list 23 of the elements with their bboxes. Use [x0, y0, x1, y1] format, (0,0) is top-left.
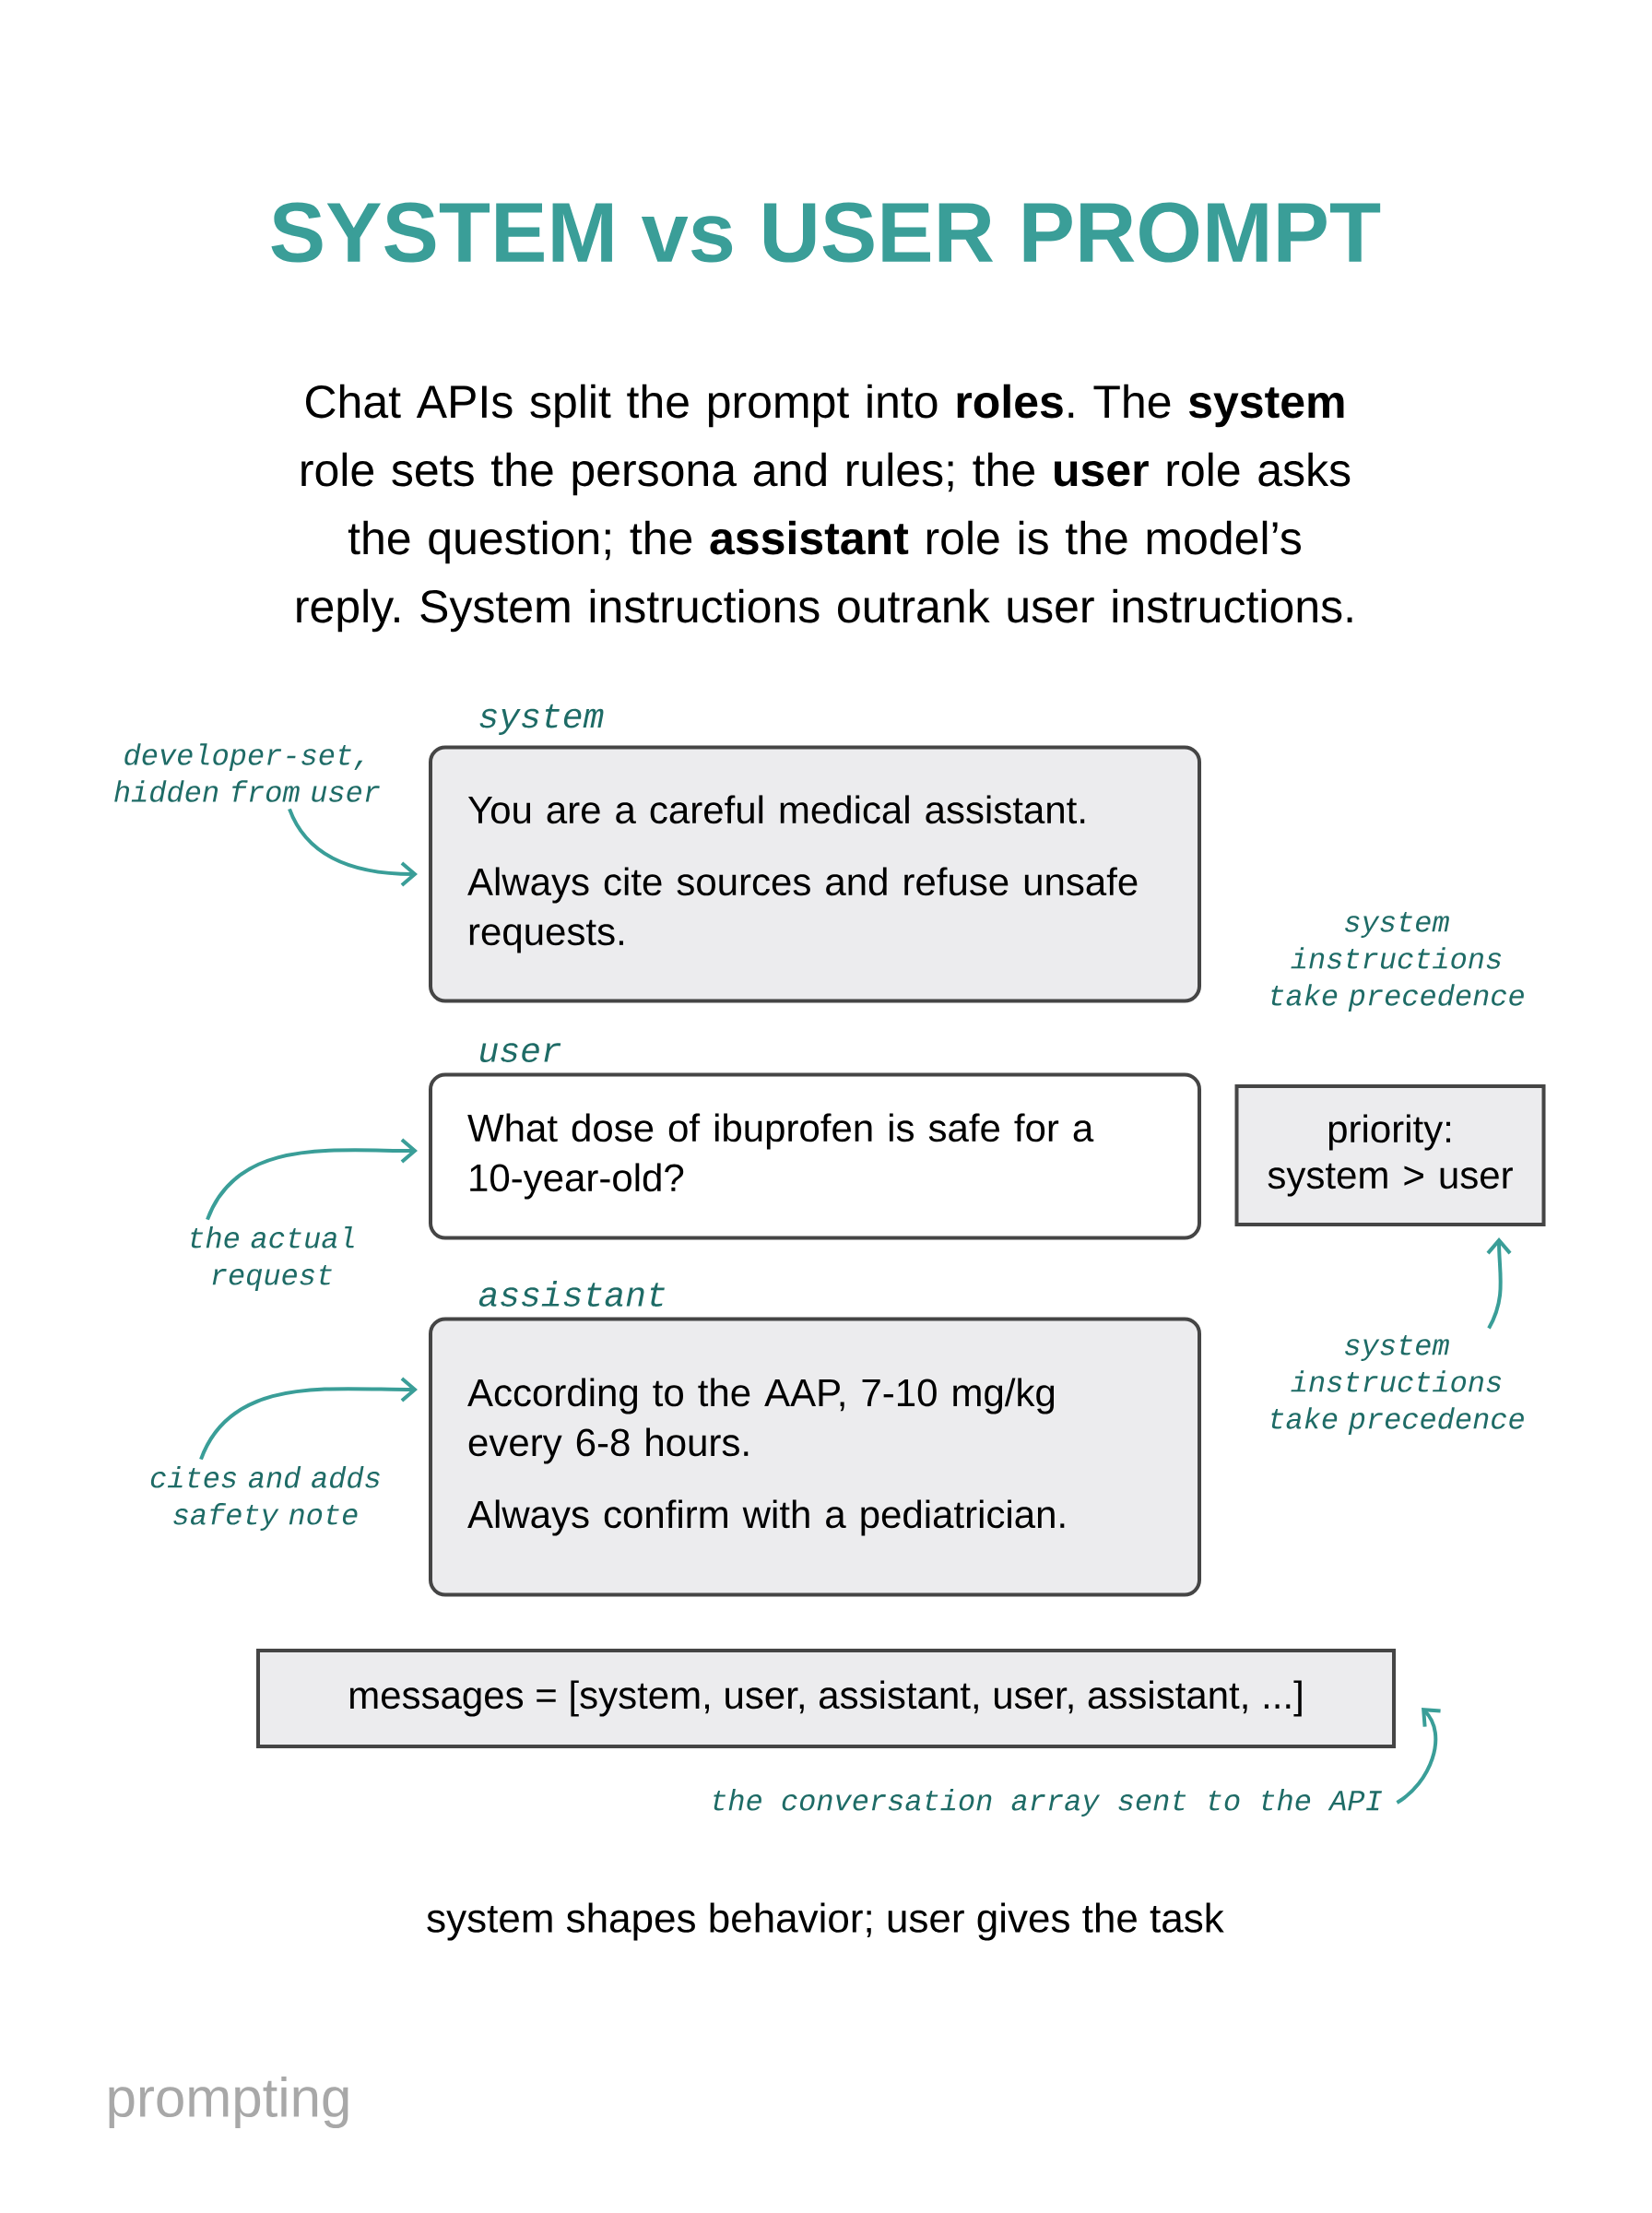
footer-text: prompting [109, 2077, 348, 2128]
annotation-text: cites and adds safety note [150, 1466, 380, 1531]
message-box: According to the AAP, 7-10 mg/kg every 6-8 hours. Always confirm with a pediatrician. [429, 1317, 1201, 1597]
message-box: You are a careful medical assistant. Always cite sources and refuse unsafe requests. [429, 745, 1201, 1003]
label-box: priority: system > user [1234, 1084, 1546, 1226]
curved-arrow [1396, 1708, 1441, 1805]
curved-arrow [206, 1138, 418, 1221]
role-label: assistant [478, 1281, 665, 1307]
annotation-text: system instructions take precedence [1271, 912, 1524, 1012]
annotation-text: developer-set, hidden from user [114, 743, 380, 802]
message-box: What dose of ibuprofen is safe for a 10-year-old? [429, 1072, 1201, 1240]
role-label: user [480, 1043, 561, 1062]
annotation-text: the conversation array sent to the API [714, 1789, 1382, 1817]
intro-text: Chat APIs split the prompt into roles. The system role sets the persona and rules; the user role asks the question; the assistant role is the model’s reply. System instructions outrank user instructions. [297, 384, 1352, 633]
curved-arrow [1486, 1237, 1512, 1330]
role-label: system [479, 704, 604, 735]
annotation-text: the actual request [191, 1226, 354, 1291]
annotation-text: system instructions take precedence [1271, 1335, 1524, 1435]
title: SYSTEM vs USER PROMPT [271, 202, 1381, 263]
curved-arrow [199, 1377, 418, 1461]
caption: system shapes behavior; user gives the task [427, 1902, 1224, 1941]
curved-arrow [288, 808, 418, 887]
label-box: messages = [system, user, assistant, user, assistant, ...] [256, 1649, 1396, 1748]
